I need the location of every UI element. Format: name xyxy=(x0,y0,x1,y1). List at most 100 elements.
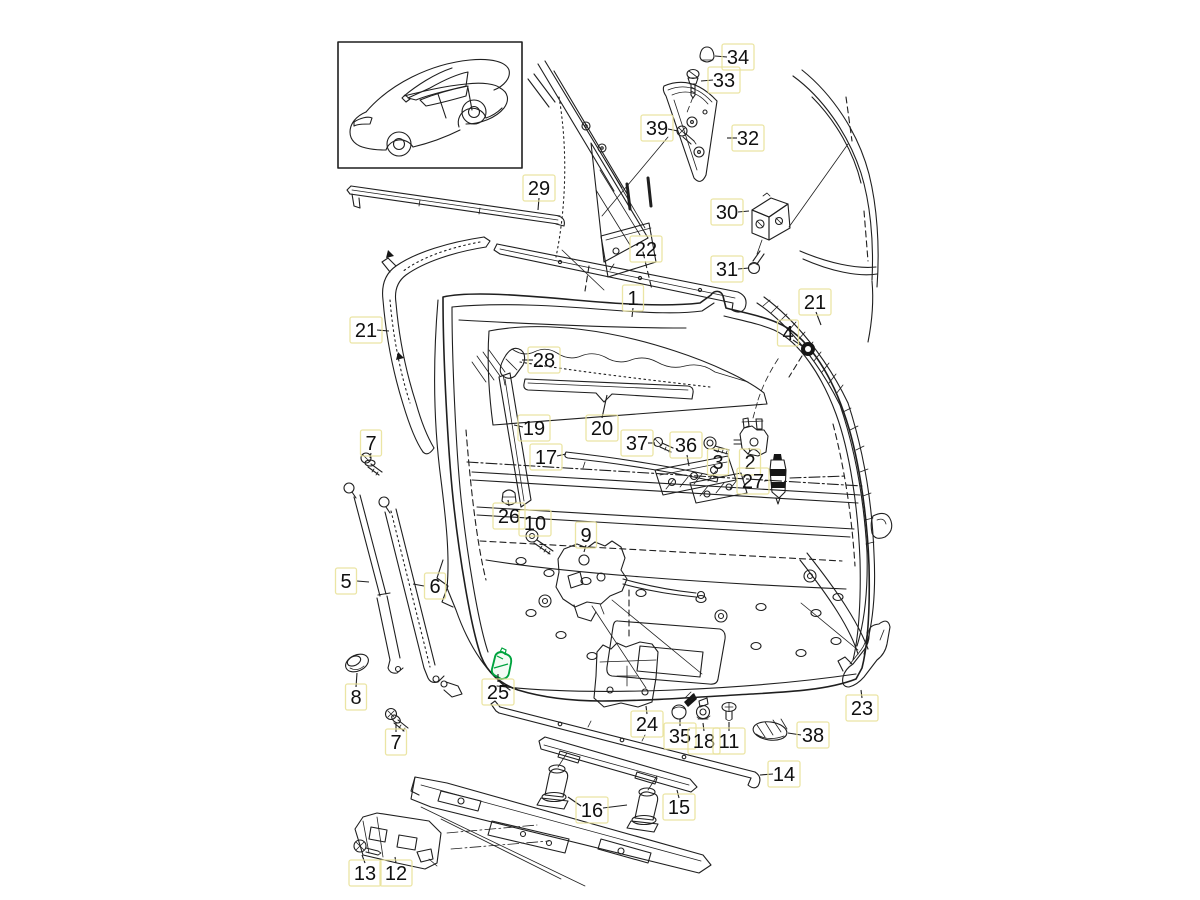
callout-24[interactable]: 24 xyxy=(636,714,658,736)
callout-17[interactable]: 17 xyxy=(535,447,557,469)
callout-10[interactable]: 10 xyxy=(524,513,546,535)
callout-box-17 xyxy=(529,443,563,471)
callout-7[interactable]: 7 xyxy=(390,732,401,754)
callout-leader-34 xyxy=(714,55,728,58)
callout-32[interactable]: 32 xyxy=(737,128,759,150)
callout-26[interactable]: 26 xyxy=(498,506,520,528)
callout-box-22 xyxy=(629,235,663,263)
callout-box-3 xyxy=(706,448,730,476)
callout-box-30 xyxy=(710,198,744,226)
bracket-12 xyxy=(354,812,442,870)
callout-box-9 xyxy=(574,521,598,549)
sill-panel xyxy=(410,776,712,887)
callout-leader-3 xyxy=(713,449,719,453)
seal-hatching xyxy=(762,299,844,395)
hinge-hatch xyxy=(471,349,506,383)
callout-box-33 xyxy=(707,66,741,94)
cap-8 xyxy=(345,653,369,673)
callout-box-38 xyxy=(796,721,830,749)
callout-4[interactable]: 4 xyxy=(782,323,793,345)
bulb-27 xyxy=(769,454,847,505)
callout-31[interactable]: 31 xyxy=(716,259,738,281)
screw-7-lower xyxy=(384,707,409,732)
strut-5 xyxy=(343,482,404,674)
callout-34[interactable]: 34 xyxy=(727,47,749,69)
bowden-cable xyxy=(622,578,697,594)
callout-38[interactable]: 38 xyxy=(802,725,824,747)
callout-box-28 xyxy=(527,346,561,374)
callout-leader-13 xyxy=(361,854,366,864)
lock-9 xyxy=(555,540,706,622)
callout-box-5 xyxy=(334,567,358,595)
callout-21[interactable]: 21 xyxy=(355,320,377,342)
weatherstrip-left xyxy=(381,236,491,455)
callout-2[interactable]: 2 xyxy=(744,452,755,474)
blade-strip-17 xyxy=(564,451,719,483)
light-strip-36 xyxy=(654,455,748,504)
callout-9[interactable]: 9 xyxy=(580,525,591,547)
callout-leader-8 xyxy=(355,672,358,688)
callout-30[interactable]: 30 xyxy=(716,202,738,224)
callout-leader-14 xyxy=(759,773,774,776)
license-recess xyxy=(606,620,726,685)
callout-20[interactable]: 20 xyxy=(591,418,613,440)
callout-37[interactable]: 37 xyxy=(626,433,648,455)
callout-18[interactable]: 18 xyxy=(693,731,715,753)
callout-23[interactable]: 23 xyxy=(851,698,873,720)
callout-3[interactable]: 3 xyxy=(712,452,723,474)
callout-box-19 xyxy=(517,414,551,442)
callout-19[interactable]: 19 xyxy=(523,418,545,440)
callout-box-26 xyxy=(492,502,526,530)
callout-29[interactable]: 29 xyxy=(528,178,550,200)
callout-14[interactable]: 14 xyxy=(773,764,795,786)
callout-27[interactable]: 27 xyxy=(742,471,764,493)
callout-box-35 xyxy=(663,722,697,750)
callout-box-4 xyxy=(776,319,800,347)
callout-33[interactable]: 33 xyxy=(713,70,735,92)
callout-leader-21 xyxy=(815,311,822,326)
callout-7[interactable]: 7 xyxy=(365,433,376,455)
callout-box-14 xyxy=(767,760,801,788)
callout-21[interactable]: 21 xyxy=(804,292,826,314)
callout-12[interactable]: 12 xyxy=(385,863,407,885)
trim-strip-14 xyxy=(490,700,761,789)
sail-trim-32 xyxy=(662,81,718,182)
callout-box-39 xyxy=(640,114,674,142)
callout-1[interactable]: 1 xyxy=(627,288,638,310)
callout-36[interactable]: 36 xyxy=(675,435,697,457)
callout-15[interactable]: 15 xyxy=(668,797,690,819)
callout-leader-29 xyxy=(537,197,540,211)
callout-16[interactable]: 16 xyxy=(581,800,603,822)
callout-leader-23 xyxy=(860,689,863,699)
spoiler-22 xyxy=(493,243,747,313)
callout-leader-18 xyxy=(702,722,705,732)
body-aperture-left xyxy=(434,299,511,691)
callout-5[interactable]: 5 xyxy=(340,571,351,593)
callout-box-20 xyxy=(585,414,619,442)
callout-box-32 xyxy=(731,124,765,152)
screw-35 xyxy=(671,691,697,720)
screw-13 xyxy=(353,839,382,856)
callout-8[interactable]: 8 xyxy=(350,687,361,709)
callout-6[interactable]: 6 xyxy=(429,576,440,598)
trim-strip-15 xyxy=(538,736,698,793)
callout-box-21 xyxy=(349,316,383,344)
callout-28[interactable]: 28 xyxy=(533,350,555,372)
callout-box-18 xyxy=(687,727,721,755)
callout-35[interactable]: 35 xyxy=(669,726,691,748)
callout-22[interactable]: 22 xyxy=(635,239,657,261)
callout-leader-16 xyxy=(567,796,582,807)
window-molding-20 xyxy=(523,378,694,403)
callout-leader-20 xyxy=(601,394,608,419)
callout-box-7 xyxy=(359,429,383,457)
bracket-30 xyxy=(751,143,849,241)
callout-leader-6 xyxy=(412,583,425,587)
panel-holes xyxy=(515,556,844,661)
callout-39[interactable]: 39 xyxy=(646,118,668,140)
callout-box-11 xyxy=(712,727,746,755)
callout-25[interactable]: 25 xyxy=(487,682,509,704)
callout-11[interactable]: 11 xyxy=(719,731,740,753)
callout-13[interactable]: 13 xyxy=(354,863,376,885)
